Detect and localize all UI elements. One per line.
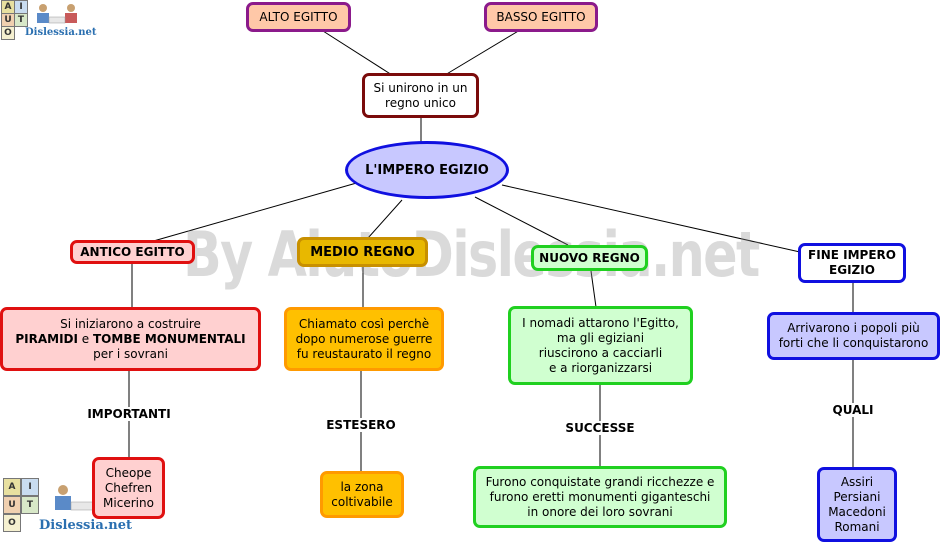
node-antico-desc: Si iniziarono a costruire PIRAMIDI e TOM… [0, 307, 261, 371]
logo-tile: T [14, 13, 28, 27]
node-label: ANTICO EGITTO [80, 244, 185, 259]
node-label: la zona coltivabile [331, 479, 393, 509]
node-fine-desc: Arrivarono i popoli più forti che li con… [767, 312, 940, 360]
node-label: Furono conquistate grandi ricchezze e fu… [485, 474, 715, 519]
node-popoli: Assiri Persiani Macedoni Romani [817, 467, 897, 542]
logo-tile: O [3, 514, 21, 532]
node-label: Chiamato così perchè dopo numerose guerr… [295, 316, 433, 361]
node-label: Si iniziarono a costruire [60, 316, 201, 331]
node-label: NUOVO REGNO [539, 250, 640, 265]
link-label-quali: QUALI [826, 403, 880, 417]
node-medio-regno: MEDIO REGNO [297, 237, 428, 267]
node-label: MEDIO REGNO [310, 244, 415, 260]
node-piramidi: Cheope Chefren Micerino [92, 457, 165, 519]
node-label: per i sovrani [93, 346, 168, 361]
logo-tile: A [1, 0, 15, 14]
node-impero-egizio: L'IMPERO EGIZIO [345, 141, 509, 199]
logo-tile: I [21, 478, 39, 496]
node-fine-impero: FINE IMPERO EGIZIO [798, 243, 906, 283]
node-unirono: Si unirono in un regno unico [362, 73, 479, 118]
children-reading-icon [37, 4, 77, 24]
node-medio-desc: Chiamato così perchè dopo numerose guerr… [284, 307, 444, 371]
node-alto-egitto: ALTO EGITTO [246, 2, 351, 32]
node-basso-egitto: BASSO EGITTO [484, 2, 598, 32]
link-label-successe: SUCCESSE [561, 421, 639, 435]
node-label: e [77, 331, 93, 346]
logo-tile: T [21, 496, 39, 514]
node-ricchezze: Furono conquistate grandi ricchezze e fu… [473, 466, 727, 528]
node-nuovo-desc: I nomadi attarono l'Egitto, ma gli egizi… [508, 306, 693, 385]
node-label: Assiri Persiani Macedoni Romani [828, 474, 886, 534]
node-label: ALTO EGITTO [259, 9, 338, 24]
logo-tile: I [14, 0, 28, 14]
node-label: L'IMPERO EGIZIO [365, 162, 489, 178]
link-label-estesero: ESTESERO [322, 418, 400, 432]
logo-tile: O [1, 26, 15, 40]
node-label: Si unirono in un regno unico [373, 80, 468, 110]
logo-top: A I U T O Dislessia.net [1, 0, 97, 40]
link-label-importanti: IMPORTANTI [82, 407, 176, 421]
logo-brand: Dislessia.net [25, 27, 97, 38]
node-zona: la zona coltivabile [320, 471, 404, 518]
node-label-bold: PIRAMIDI [15, 331, 78, 346]
node-nuovo-regno: NUOVO REGNO [531, 245, 648, 271]
logo-tile: A [3, 478, 21, 496]
logo-tile: U [1, 13, 15, 27]
node-label: Cheope Chefren Micerino [103, 465, 154, 510]
node-label-bold: TOMBE MONUMENTALI [93, 331, 246, 346]
node-label: BASSO EGITTO [496, 9, 586, 24]
node-label: Arrivarono i popoli più forti che li con… [778, 321, 929, 350]
logo-tile: U [3, 496, 21, 514]
logo-brand: Dislessia.net [39, 518, 132, 533]
node-label: I nomadi attarono l'Egitto, ma gli egizi… [522, 315, 679, 375]
node-label: FINE IMPERO EGIZIO [808, 248, 896, 277]
node-antico-egitto: ANTICO EGITTO [70, 240, 195, 264]
